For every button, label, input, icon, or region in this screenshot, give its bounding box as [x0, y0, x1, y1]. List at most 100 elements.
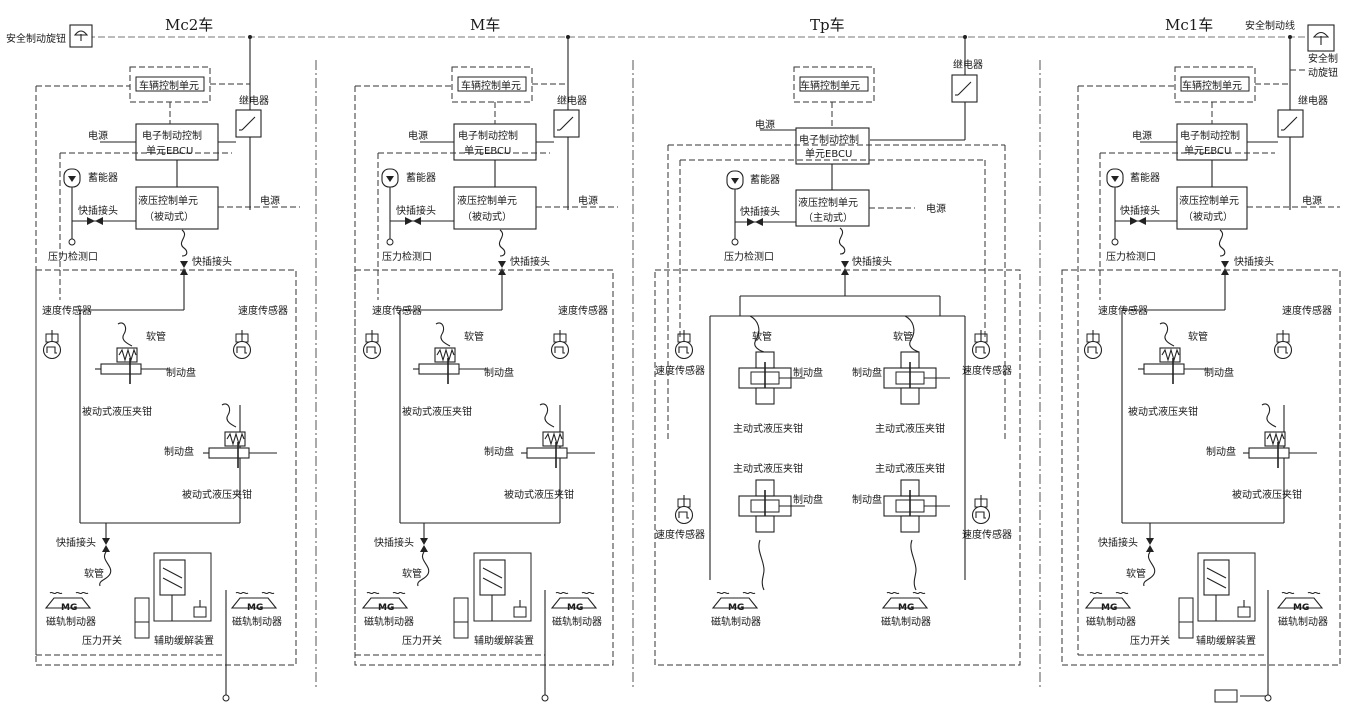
brake-disc-label-mc2-b: 制动盘	[164, 445, 194, 458]
quick-coupling-label-m-a: 快插接头	[396, 204, 436, 217]
brake-disc-label-tp-a: 制动盘	[793, 366, 823, 379]
ebcu-label-tp-2: 单元EBCU	[805, 148, 852, 160]
pressure-switch-label-mc1: 压力开关	[1130, 634, 1170, 647]
accumulator-label-m: 蓄能器	[406, 171, 436, 184]
car-mc2	[35, 35, 300, 702]
pressure-port-label-tp: 压力检测口	[724, 250, 774, 263]
hcu-label-mc2-2: （被动式）	[144, 210, 194, 223]
brake-disc-label-mc2-a: 制动盘	[166, 366, 196, 379]
speed-sensor-label-m-a: 速度传感器	[372, 304, 422, 317]
relay-label-m: 继电器	[557, 94, 587, 107]
passive-caliper-label-m-a: 被动式液压夹钳	[402, 405, 472, 418]
hose-label-mc1-b: 软管	[1126, 567, 1146, 580]
car-title-tp: Tp车	[810, 16, 845, 34]
safety-line-label: 安全制动线	[1245, 19, 1295, 32]
quick-coupling-label-tp-b: 快插接头	[852, 255, 892, 268]
relay-label-mc1: 继电器	[1298, 94, 1328, 107]
quick-coupling-label-mc1-c: 快插接头	[1098, 536, 1138, 549]
car-title-mc1: Mc1车	[1165, 16, 1213, 34]
accumulator-label-mc2: 蓄能器	[88, 171, 118, 184]
pressure-port-label-mc2: 压力检测口	[48, 250, 98, 263]
hcu-label-mc1-1: 液压控制单元	[1179, 194, 1239, 207]
ebcu-label-mc2-2: 单元EBCU	[146, 145, 193, 157]
quick-coupling-label-mc1-a: 快插接头	[1120, 204, 1160, 217]
ebcu-label-mc2-1: 电子制动控制	[142, 129, 202, 142]
track-brake-label-mc1-a: 磁轨制动器	[1086, 615, 1136, 628]
quick-coupling-label-mc2-c: 快插接头	[56, 536, 96, 549]
safety-knob-left-label: 安全制动旋钮	[6, 32, 66, 45]
active-caliper-label-tp-d: 主动式液压夹钳	[875, 462, 945, 475]
ebcu-label-mc1-2: 单元EBCU	[1184, 145, 1231, 157]
hose-label-tp-a: 软管	[752, 330, 772, 343]
speed-sensor-label-tp-b: 速度传感器	[962, 364, 1012, 377]
speed-sensor-label-mc1-b: 速度传感器	[1282, 304, 1332, 317]
mg-label-mc2-a: MG	[61, 603, 77, 613]
power-label-mc2-b: 电源	[260, 194, 280, 207]
active-caliper-label-tp-a: 主动式液压夹钳	[733, 422, 803, 435]
ebcu-label-tp-1: 电子制动控制	[799, 133, 859, 146]
vcu-label-mc2: 车辆控制单元	[139, 79, 199, 92]
mg-label-tp-b: MG	[898, 603, 914, 613]
power-label-tp-a: 电源	[755, 118, 775, 131]
hcu-label-m-1: 液压控制单元	[457, 194, 517, 207]
passive-caliper-label-mc2-a: 被动式液压夹钳	[82, 405, 152, 418]
aux-release-label-mc2: 辅助缓解装置	[154, 634, 214, 647]
vcu-label-tp: 车辆控制单元	[800, 79, 860, 92]
pressure-switch-label-mc2: 压力开关	[82, 634, 122, 647]
passive-caliper-label-mc1-b: 被动式液压夹钳	[1232, 488, 1302, 501]
quick-coupling-label-mc2-a: 快插接头	[78, 204, 118, 217]
mg-label-m-b: MG	[567, 603, 583, 613]
ebcu-label-m-2: 单元EBCU	[464, 145, 511, 157]
ebcu-label-mc1-1: 电子制动控制	[1180, 129, 1240, 142]
pressure-port-label-m: 压力检测口	[382, 250, 432, 263]
track-brake-label-mc2-a: 磁轨制动器	[46, 615, 96, 628]
brake-disc-label-mc1-a: 制动盘	[1204, 366, 1234, 379]
quick-coupling-label-mc1-b: 快插接头	[1234, 255, 1274, 268]
quick-coupling-label-tp-a: 快插接头	[740, 205, 780, 218]
pressure-switch-label-m: 压力开关	[402, 634, 442, 647]
car-tp	[654, 35, 1021, 666]
speed-sensor-label-mc2-a: 速度传感器	[42, 304, 92, 317]
car-mc1	[1061, 35, 1341, 703]
safety-knob-left-icon	[69, 24, 93, 48]
track-brake-label-tp-b: 磁轨制动器	[881, 615, 931, 628]
hose-label-mc2-b: 软管	[84, 567, 104, 580]
hose-label-tp-b: 软管	[893, 330, 913, 343]
pressure-port-label-mc1: 压力检测口	[1106, 250, 1156, 263]
track-brake-label-mc1-b: 磁轨制动器	[1278, 615, 1328, 628]
brake-disc-label-tp-b: 制动盘	[852, 366, 882, 379]
car-m	[354, 35, 618, 702]
aux-release-label-m: 辅助缓解装置	[474, 634, 534, 647]
relay-label-tp: 继电器	[953, 58, 983, 71]
hcu-label-tp-2: （主动式）	[803, 211, 853, 224]
speed-sensor-label-m-b: 速度传感器	[558, 304, 608, 317]
brake-disc-label-mc1-b: 制动盘	[1206, 445, 1236, 458]
power-label-mc1-a: 电源	[1132, 129, 1152, 142]
mg-label-mc2-b: MG	[247, 603, 263, 613]
vcu-label-m: 车辆控制单元	[461, 79, 521, 92]
ebcu-label-m-1: 电子制动控制	[458, 129, 518, 142]
active-caliper-label-tp-c: 主动式液压夹钳	[733, 462, 803, 475]
power-label-m-b: 电源	[578, 194, 598, 207]
safety-knob-right-icon	[1307, 24, 1335, 52]
speed-sensor-label-tp-a: 速度传感器	[655, 364, 705, 377]
safety-knob-right-label-1: 安全制	[1308, 52, 1338, 65]
track-brake-label-m-b: 磁轨制动器	[552, 615, 602, 628]
accumulator-label-mc1: 蓄能器	[1130, 171, 1160, 184]
brake-disc-label-m-b: 制动盘	[484, 445, 514, 458]
mg-label-mc1-a: MG	[1101, 603, 1117, 613]
active-caliper-label-tp-b: 主动式液压夹钳	[875, 422, 945, 435]
speed-sensor-label-mc1-a: 速度传感器	[1098, 304, 1148, 317]
aux-release-label-mc1: 辅助缓解装置	[1196, 634, 1256, 647]
power-label-mc1-b: 电源	[1302, 194, 1322, 207]
hose-label-m-a: 软管	[464, 330, 484, 343]
mg-label-mc1-b: MG	[1293, 603, 1309, 613]
quick-coupling-label-m-b: 快插接头	[510, 255, 550, 268]
hcu-label-m-2: （被动式）	[462, 210, 512, 223]
track-brake-label-m-a: 磁轨制动器	[364, 615, 414, 628]
hcu-label-tp-1: 液压控制单元	[798, 196, 858, 209]
speed-sensor-label-tp-c: 速度传感器	[655, 528, 705, 541]
track-brake-label-tp-a: 磁轨制动器	[711, 615, 761, 628]
power-label-tp-b: 电源	[926, 202, 946, 215]
